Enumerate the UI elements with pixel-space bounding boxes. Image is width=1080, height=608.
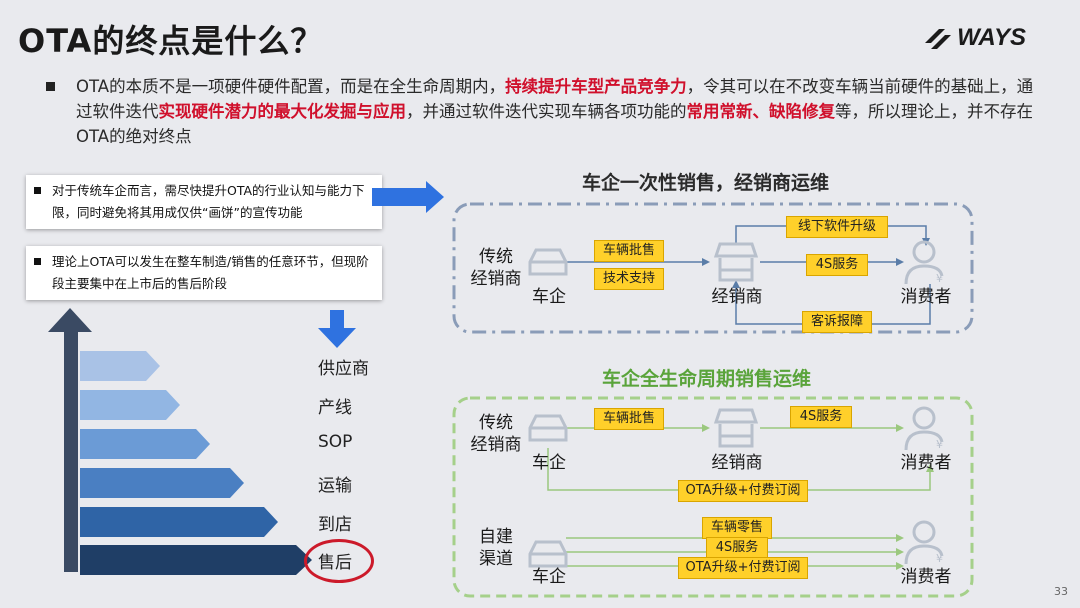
- intro-text: 等，所以理论上，并不存在OTA的绝对终点: [76, 102, 1033, 146]
- section1-frame: [452, 202, 974, 334]
- section1-title: 车企一次性销售，经销商运维: [582, 172, 830, 194]
- stage-bar-store: [80, 507, 278, 537]
- down-arrow-icon: [318, 310, 356, 348]
- tag-ota-subscription: OTA升级+付费订阅: [678, 480, 808, 502]
- intro-highlight: 常用常新、缺陷修复: [686, 102, 836, 121]
- node-consumer: 消费者: [900, 453, 952, 473]
- note-card-2: 理论上OTA可以发生在整车制造/销售的任意环节，但现阶段主要集中在上市后的售后阶…: [26, 246, 382, 300]
- note-text: 理论上OTA可以发生在整车制造/销售的任意环节，但现阶段主要集中在上市后的售后阶…: [52, 254, 369, 291]
- section2-title: 车企全生命周期销售运维: [602, 368, 812, 390]
- ways-logo-icon: [925, 29, 952, 49]
- section2-row2-left-label: 自建 渠道: [479, 527, 513, 569]
- intro-text: ，令其可以在不改变车辆当前硬件的基础上，通过软件迭代: [76, 77, 1034, 121]
- yen-icon: ¥: [936, 438, 943, 451]
- stage-bar-supplier: [80, 351, 160, 381]
- car-icon: [528, 414, 568, 442]
- section2-frame: [452, 396, 974, 598]
- yen-icon: ¥: [936, 552, 943, 565]
- node-oem: 车企: [532, 287, 566, 307]
- stage-bar-transport: [80, 468, 244, 498]
- highlight-circle: [304, 539, 374, 583]
- consumer-icon: [904, 520, 944, 565]
- vertical-axis-arrow: [48, 308, 92, 572]
- node-dealer: 经销商: [711, 453, 763, 473]
- stage-bar-aftersales: [80, 545, 312, 575]
- page-title: OTA的终点是什么？: [18, 22, 324, 60]
- note-card-1: 对于传统车企而言，需尽快提升OTA的行业认知与能力下限，同时避免将其用成仅供“画…: [26, 175, 382, 229]
- tag-tech-support: 技术支持: [594, 268, 664, 290]
- tag-4s-service: 4S服务: [706, 537, 768, 559]
- stage-label-supplier: 供应商: [318, 359, 369, 379]
- node-oem: 车企: [532, 567, 566, 587]
- right-arrow-icon: [372, 181, 444, 213]
- node-consumer: 消费者: [900, 567, 952, 587]
- tag-4s-service: 4S服务: [806, 254, 868, 276]
- yen-icon: ¥: [936, 272, 943, 285]
- consumer-icon: [904, 406, 944, 451]
- node-dealer: 经销商: [711, 287, 763, 307]
- store-icon: [713, 242, 759, 282]
- tag-retail: 车辆零售: [702, 517, 772, 539]
- section2-arrowheads: [702, 424, 934, 570]
- stage-bar-line: [80, 390, 180, 420]
- consumer-icon: [904, 240, 944, 285]
- node-consumer: 消费者: [900, 287, 952, 307]
- stage-bar-sop: [80, 429, 210, 459]
- intro-highlight: 实现硬件潜力的最大化发掘与应用: [158, 102, 407, 121]
- node-oem: 车企: [532, 453, 566, 473]
- bullet-icon: [34, 258, 41, 265]
- tag-4s-service: 4S服务: [790, 406, 852, 428]
- tag-ota-subscription: OTA升级+付费订阅: [678, 557, 808, 579]
- note-text: 对于传统车企而言，需尽快提升OTA的行业认知与能力下限，同时避免将其用成仅供“画…: [52, 183, 365, 220]
- stage-label-store: 到店: [318, 515, 352, 535]
- intro-text: ，并通过软件迭代实现车辆各项功能的: [406, 102, 687, 121]
- tag-wholesale: 车辆批售: [594, 408, 664, 430]
- tag-offline-upgrade: 线下软件升级: [786, 216, 888, 238]
- tag-wholesale: 车辆批售: [594, 240, 664, 262]
- tag-complaints: 客诉报障: [802, 311, 872, 333]
- stage-label-line: 产线: [318, 398, 352, 418]
- intro-paragraph: OTA的本质不是一项硬件硬件配置，而是在全生命周期内，持续提升车型产品竞争力，令…: [46, 74, 1036, 149]
- bullet-icon: [34, 187, 41, 194]
- stage-label-sop: SOP: [318, 432, 353, 452]
- logo-text: WAYS: [957, 24, 1026, 51]
- page-number: 33: [1054, 585, 1068, 598]
- car-icon: [528, 248, 568, 276]
- section1-left-label: 传统 经销商: [470, 247, 522, 289]
- stage-bars: [80, 351, 312, 575]
- bullet-icon: [46, 82, 55, 91]
- stage-label-transport: 运输: [318, 476, 352, 496]
- ways-logo: WAYS: [923, 22, 1026, 54]
- intro-highlight: 持续提升车型产品竞争力: [505, 77, 687, 96]
- intro-text: OTA的本质不是一项硬件硬件配置，而是在全生命周期内，: [76, 77, 506, 96]
- store-icon: [713, 408, 759, 448]
- section2-row1-left-label: 传统 经销商: [470, 413, 522, 455]
- car-icon: [528, 540, 568, 568]
